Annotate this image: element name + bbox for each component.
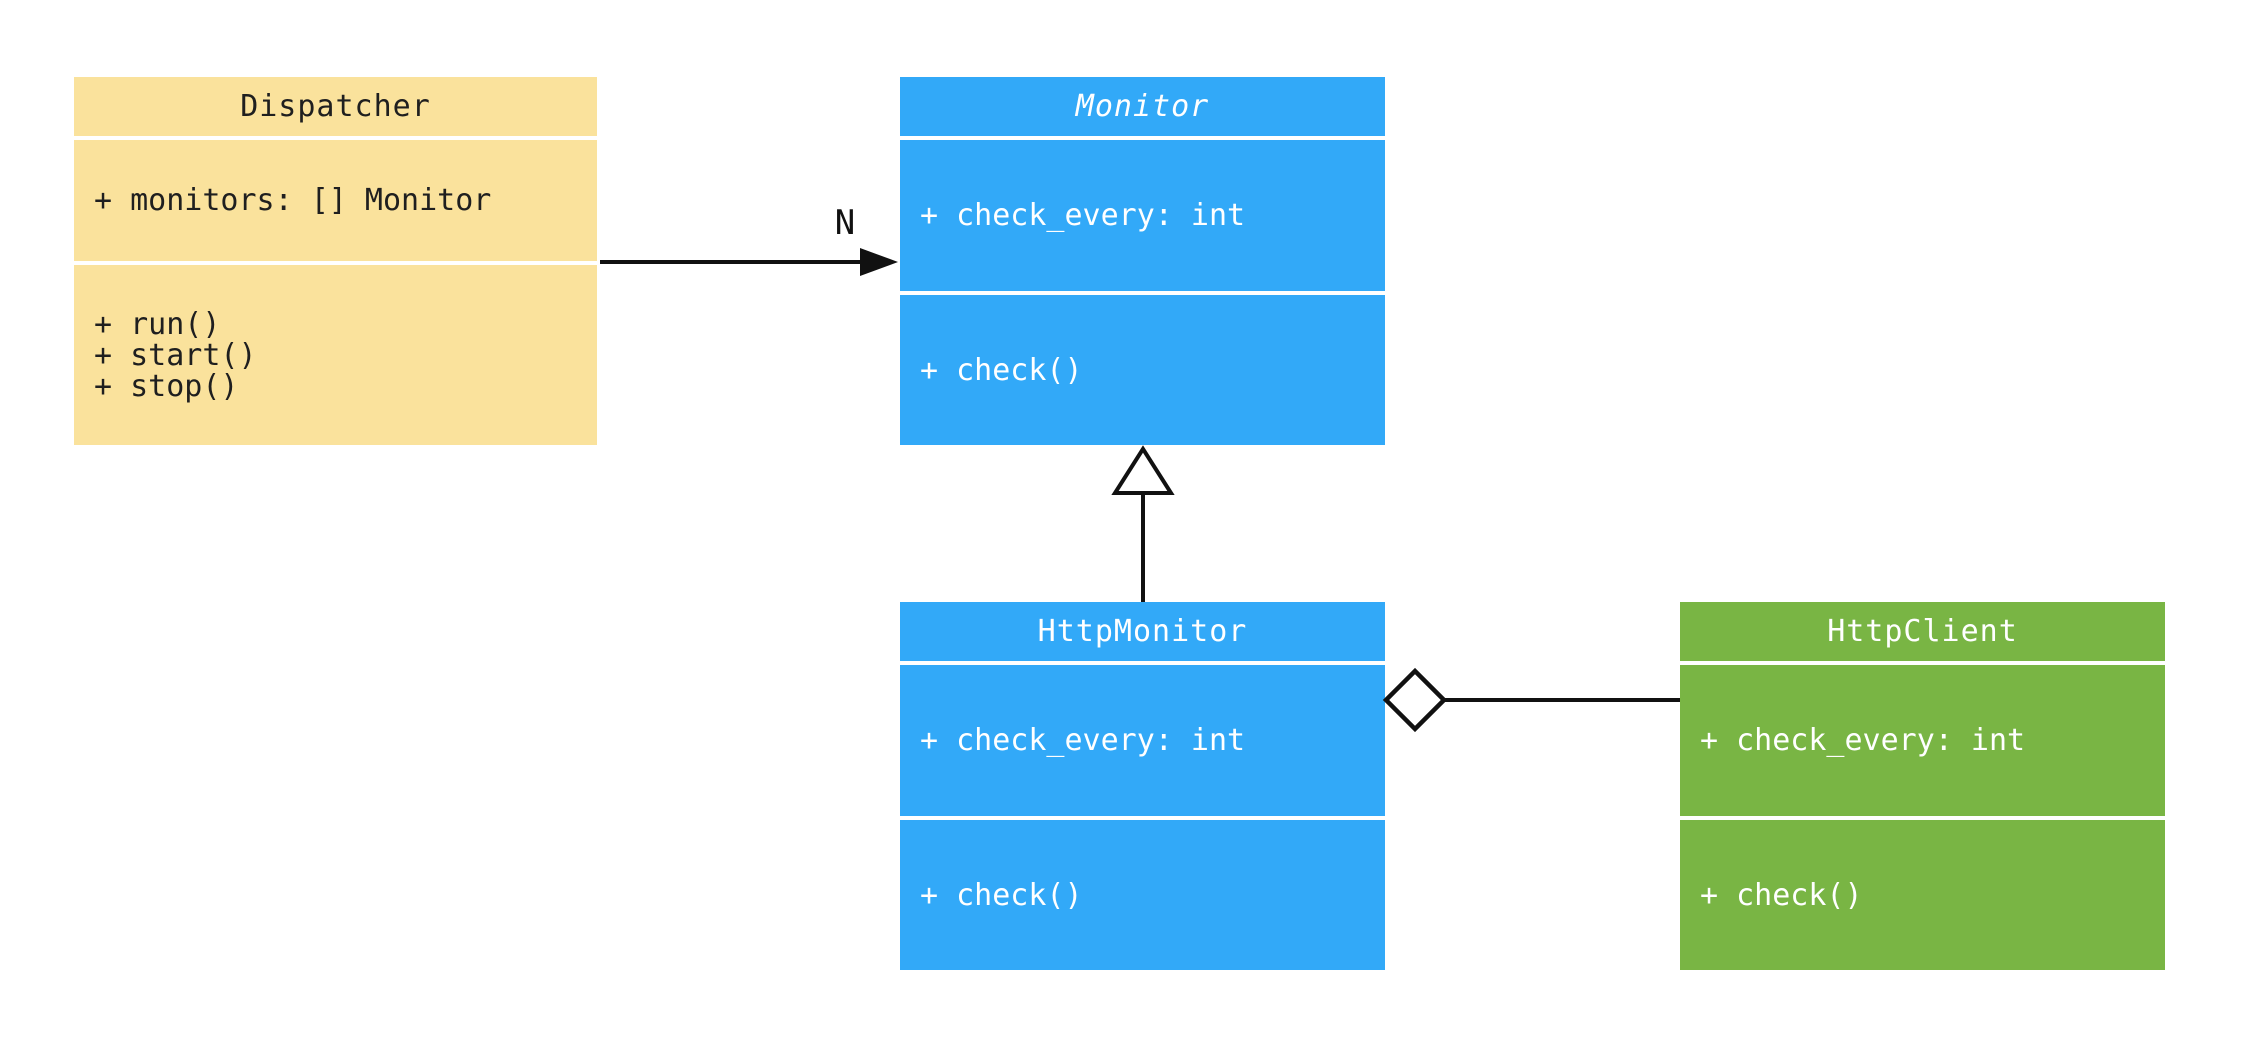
method-line: + stop() [94, 368, 239, 404]
attribute-line: + check_every: int [920, 723, 1246, 758]
class-name-label: HttpMonitor [1037, 614, 1248, 649]
class-box-httpmonitor: HttpMonitor + check_every: int + check() [900, 602, 1385, 970]
attributes-section-dispatcher: + monitors: [] Monitor [74, 140, 597, 261]
aggregation-diamond [1382, 667, 1448, 733]
method-line: + start() [94, 337, 257, 373]
association-arrowhead [860, 248, 898, 276]
class-title-httpmonitor: HttpMonitor [900, 602, 1385, 661]
method-line: + check() [920, 877, 1083, 913]
class-name-label: HttpClient [1827, 614, 2018, 649]
methods-section-httpclient: + check() [1680, 820, 2165, 970]
generalization-triangle [1111, 445, 1175, 495]
method-line: + check() [920, 352, 1083, 388]
methods-section-dispatcher: + run() + start() + stop() [74, 265, 597, 445]
class-box-httpclient: HttpClient + check_every: int + check() [1680, 602, 2165, 970]
attributes-section-httpclient: + check_every: int [1680, 665, 2165, 816]
class-title-dispatcher: Dispatcher [74, 77, 597, 136]
methods-section-monitor: + check() [900, 295, 1385, 445]
attribute-line: + check_every: int [920, 198, 1246, 233]
class-title-httpclient: HttpClient [1680, 602, 2165, 661]
method-line: + run() [94, 306, 221, 342]
method-line: + check() [1700, 877, 1863, 913]
attributes-section-httpmonitor: + check_every: int [900, 665, 1385, 816]
class-title-monitor: Monitor [900, 77, 1385, 136]
association-multiplicity-label: N [834, 203, 856, 243]
class-box-monitor: Monitor + check_every: int + check() [900, 77, 1385, 445]
class-name-label: Dispatcher [240, 89, 431, 124]
methods-section-httpmonitor: + check() [900, 820, 1385, 970]
attribute-line: + check_every: int [1700, 723, 2026, 758]
class-name-label: Monitor [1075, 89, 1210, 124]
attribute-line: + monitors: [] Monitor [94, 183, 492, 218]
class-box-dispatcher: Dispatcher + monitors: [] Monitor + run(… [74, 77, 597, 445]
attributes-section-monitor: + check_every: int [900, 140, 1385, 291]
